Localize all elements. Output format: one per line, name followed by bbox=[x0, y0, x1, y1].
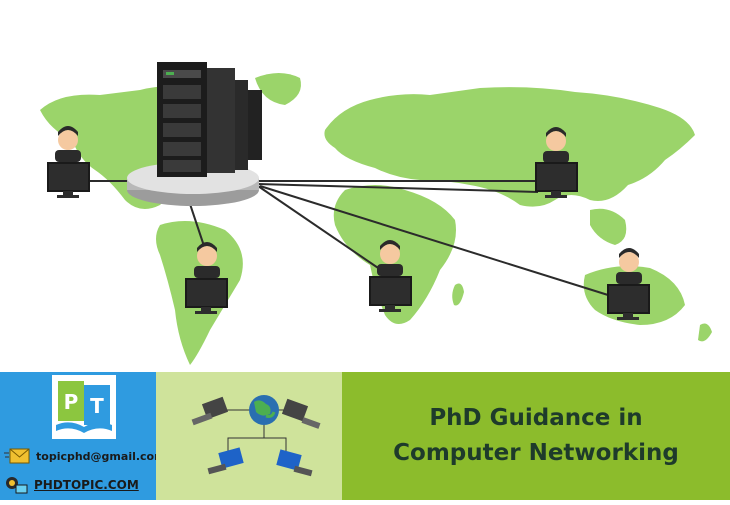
computer-icon bbox=[207, 447, 244, 475]
globe-icon bbox=[249, 395, 279, 425]
madagascar bbox=[452, 283, 464, 306]
world-map bbox=[40, 73, 712, 365]
server-rack-icon bbox=[127, 62, 262, 206]
website-link[interactable]: PHDTOPIC.COM bbox=[4, 475, 139, 495]
europe-asia bbox=[324, 87, 695, 207]
southeast-asia bbox=[590, 208, 627, 245]
network-graphic bbox=[191, 395, 321, 477]
operator-icon bbox=[194, 242, 220, 278]
website-text: PHDTOPIC.COM bbox=[34, 478, 139, 492]
network-illustration bbox=[40, 62, 712, 365]
computer-icon bbox=[276, 449, 313, 477]
new-zealand bbox=[698, 323, 712, 342]
logo-letter-p: P bbox=[64, 390, 79, 414]
email-contact[interactable]: topicphd@gmail.com bbox=[4, 448, 166, 464]
email-icon bbox=[4, 448, 30, 464]
headline-panel: PhD Guidance in Computer Networking bbox=[342, 372, 730, 500]
operator-icon bbox=[55, 126, 81, 162]
computer-icon bbox=[281, 398, 321, 429]
greenland bbox=[255, 73, 301, 105]
monitor-icon bbox=[535, 162, 578, 198]
monitor-icon bbox=[607, 284, 650, 320]
headline-line-2: Computer Networking bbox=[393, 440, 679, 466]
computer-icon bbox=[191, 396, 229, 426]
headline-line-1: PhD Guidance in bbox=[429, 405, 643, 431]
headline: PhD Guidance in Computer Networking bbox=[393, 401, 679, 471]
operator-icon bbox=[377, 240, 403, 276]
web-icon bbox=[6, 477, 28, 494]
email-text: topicphd@gmail.com bbox=[36, 449, 166, 463]
logo: P T bbox=[52, 375, 116, 439]
world-map-network bbox=[40, 62, 712, 365]
operator-icon bbox=[543, 127, 569, 163]
contact-panel: P T topicphd@gmail.com PHDTOPIC.COM bbox=[0, 372, 166, 500]
network-graphic-panel bbox=[156, 372, 342, 500]
operator-icon bbox=[616, 248, 642, 284]
book-logo-icon: P T bbox=[56, 381, 112, 433]
logo-letter-t: T bbox=[90, 394, 104, 418]
info-banner: P T topicphd@gmail.com PHDTOPIC.COM bbox=[0, 372, 730, 500]
monitor-icon bbox=[47, 162, 90, 198]
monitor-icon bbox=[369, 276, 412, 312]
monitor-icon bbox=[185, 278, 228, 314]
